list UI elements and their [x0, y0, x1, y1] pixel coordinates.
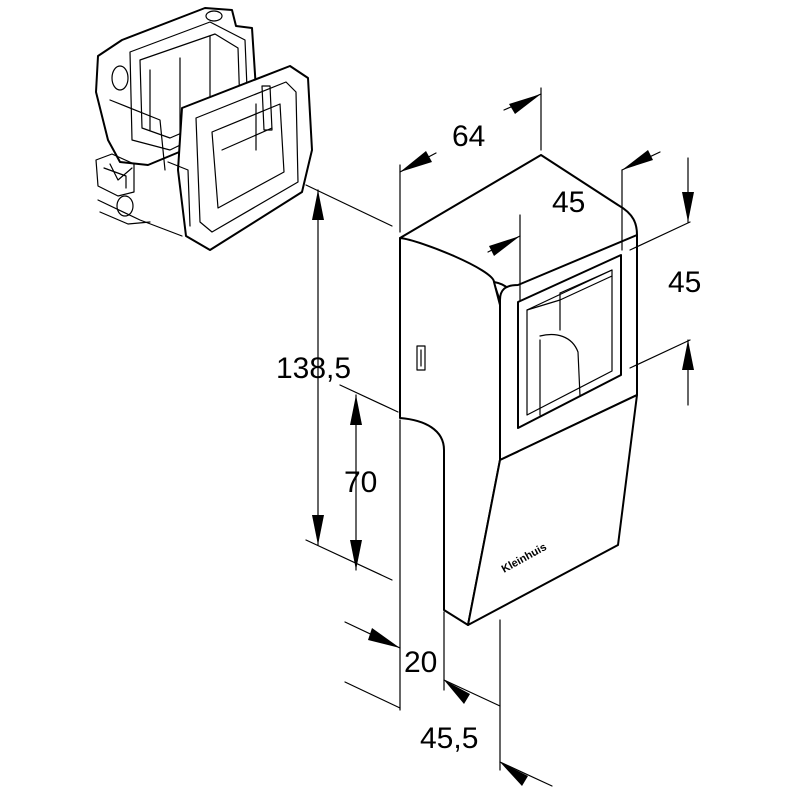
mounting-box-illustration [95, 7, 313, 251]
housing-illustration: Kleinhuis [399, 154, 638, 626]
dimension-lines [305, 87, 694, 787]
dim-depth: 45,5 [420, 722, 478, 755]
dim-lower-height: 70 [344, 466, 377, 499]
dim-opening-height: 45 [668, 266, 701, 299]
dimension-labels: 64 45 45 138,5 70 20 45,5 [276, 120, 701, 755]
dim-inner-width: 45 [552, 186, 585, 219]
dim-width-top: 64 [452, 120, 485, 153]
dim-base-offset: 20 [404, 646, 437, 679]
dim-total-height: 138,5 [276, 352, 351, 385]
